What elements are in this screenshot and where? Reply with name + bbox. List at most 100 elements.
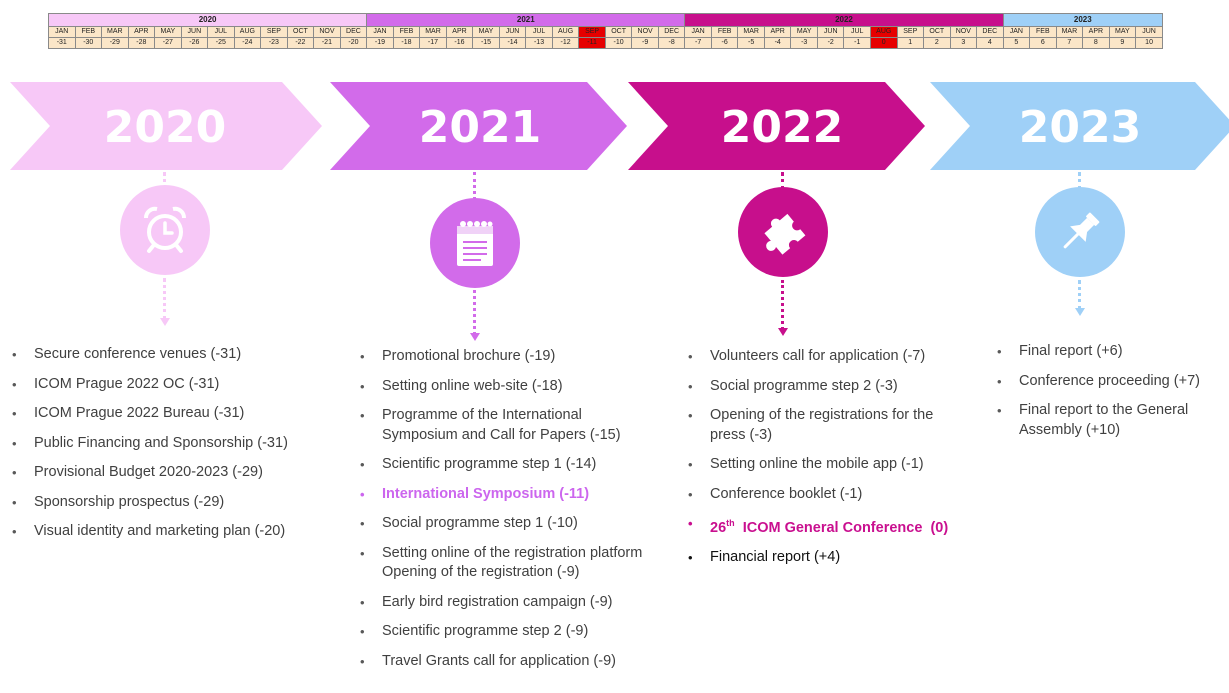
connector-2022-top [781, 172, 784, 190]
list-item: Final report to the General Assembly (+1… [995, 401, 1220, 440]
pushpin-icon [1063, 212, 1100, 249]
milestones-2022: Volunteers call for application (-7) Soc… [686, 347, 976, 578]
grid-offset-cell: -22 [286, 37, 315, 49]
year-label-2021: 2021 [419, 102, 541, 153]
grid-offset-cell: -15 [472, 37, 500, 49]
grid-month-cell: MAR [101, 26, 129, 38]
icon-circle-2022 [738, 187, 828, 277]
grid-offset-cell: -27 [154, 37, 182, 49]
grid-month-cell: MAR [737, 26, 765, 38]
grid-offset-cell: 0 [869, 37, 898, 49]
grid-offset-cell: -17 [419, 37, 447, 49]
year-chevrons: 2020 2021 2022 2023 [10, 82, 1229, 170]
list-item: Public Financing and Sponsorship (-31) [10, 434, 325, 454]
connector-2023-top [1078, 172, 1081, 190]
grid-offset-cell: -21 [313, 37, 341, 49]
chevron-2020 [10, 82, 322, 170]
grid-offset-cell: -6 [710, 37, 739, 49]
grid-month-cell: DEC [657, 26, 686, 38]
connector-2022-bottom [781, 280, 784, 330]
grid-offset-cell: -19 [366, 37, 394, 49]
list-item: Social programme step 2 (-3) [686, 377, 976, 397]
grid-month-cell: APR [1082, 26, 1110, 38]
list-item: Setting online web-site (-18) [358, 377, 683, 397]
chevron-2022 [628, 82, 925, 170]
grid-month-cell: FEB [1029, 26, 1057, 38]
list-item: Scientific programme step 2 (-9) [358, 622, 683, 642]
connector-2021-top [473, 172, 476, 200]
grid-year-2020: 2020 [47, 13, 368, 27]
grid-offset-cell: -10 [604, 37, 633, 49]
grid-offset-cell: -31 [48, 37, 76, 49]
list-item: Social programme step 1 (-10) [358, 514, 683, 534]
grid-month-cell: MAR [1055, 26, 1084, 38]
grid-month-cell: AUG [551, 26, 580, 38]
list-item: Conference booklet (-1) [686, 485, 976, 505]
list-item-highlight: International Symposium (-11) [358, 485, 683, 505]
list-item: Setting online of the registration platf… [358, 544, 683, 583]
grid-month-cell: JUN [816, 26, 845, 38]
list-item: Final report (+6) [995, 342, 1220, 362]
notepad-icon [457, 221, 493, 266]
year-label-2022: 2022 [721, 102, 843, 153]
grid-month-cell: JAN [366, 26, 394, 38]
grid-month-cell: OCT [604, 26, 633, 38]
milestones-2023: Final report (+6) Conference proceeding … [995, 342, 1220, 450]
grid-offset-cell: -9 [631, 37, 659, 49]
alarm-clock-icon [144, 206, 186, 253]
grid-month-cell: AUG [869, 26, 898, 38]
grid-offset-cell: -24 [233, 37, 262, 49]
grid-month-cell: JUL [843, 26, 871, 38]
connector-2022-tip [778, 328, 788, 336]
grid-offset-cell: -8 [657, 37, 686, 49]
grid-month-cell: APR [445, 26, 474, 38]
connector-2021-tip [470, 333, 480, 341]
grid-offset-cell: 6 [1029, 37, 1057, 49]
grid-month-cell: OCT [286, 26, 315, 38]
list-item: Provisional Budget 2020-2023 (-29) [10, 463, 325, 483]
grid-year-2023: 2023 [1002, 13, 1164, 27]
grid-month-cell: OCT [923, 26, 951, 38]
grid-month-cell: JUN [498, 26, 527, 38]
list-item: Volunteers call for application (-7) [686, 347, 976, 367]
grid-month-cell: JAN [48, 26, 76, 38]
grid-offset-cell: 10 [1135, 37, 1163, 49]
chevron-2023 [930, 82, 1229, 170]
connector-2023-bottom [1078, 280, 1081, 310]
grid-offset-cell: -7 [684, 37, 712, 49]
grid-month-cell: MAY [1108, 26, 1137, 38]
grid-month-cell: FEB [392, 26, 421, 38]
list-item: Scientific programme step 1 (-14) [358, 455, 683, 475]
list-item: Programme of the International Symposium… [358, 406, 632, 445]
grid-month-cell: SEP [260, 26, 288, 38]
grid-month-cell: NOV [631, 26, 659, 38]
grid-offset-cell: -26 [180, 37, 209, 49]
grid-offset-cell: -12 [551, 37, 580, 49]
grid-year-2021: 2021 [366, 13, 686, 27]
grid-year-2022: 2022 [684, 13, 1004, 27]
list-item-highlight: 26th ICOM General Conference (0) [686, 514, 976, 538]
grid-month-cell: APR [763, 26, 792, 38]
grid-month-cell: FEB [710, 26, 739, 38]
grid-offset-cell: -1 [843, 37, 871, 49]
grid-month-cell: FEB [74, 26, 103, 38]
grid-offset-cell: -25 [207, 37, 235, 49]
grid-month-cell: APR [127, 26, 156, 38]
grid-offset-cell: -5 [737, 37, 765, 49]
grid-offset-cell: -14 [498, 37, 527, 49]
grid-month-cell: DEC [339, 26, 368, 38]
grid-offset-cell: -23 [260, 37, 288, 49]
list-item: Visual identity and marketing plan (-20) [10, 522, 325, 542]
grid-offset-cell: 9 [1108, 37, 1137, 49]
grid-month-cell: JAN [684, 26, 712, 38]
chevron-2021 [330, 82, 627, 170]
list-item: Secure conference venues (-31) [10, 345, 325, 365]
grid-month-cell: JUN [180, 26, 209, 38]
year-label-2020: 2020 [104, 102, 226, 153]
grid-offset-cell: -29 [101, 37, 129, 49]
list-item: Travel Grants call for application (-9) [358, 652, 683, 672]
grid-month-cell: MAY [790, 26, 818, 38]
list-item: ICOM Prague 2022 Bureau (-31) [10, 404, 325, 424]
grid-offset-cell: -16 [445, 37, 474, 49]
list-item: Financial report (+4) [686, 548, 976, 568]
